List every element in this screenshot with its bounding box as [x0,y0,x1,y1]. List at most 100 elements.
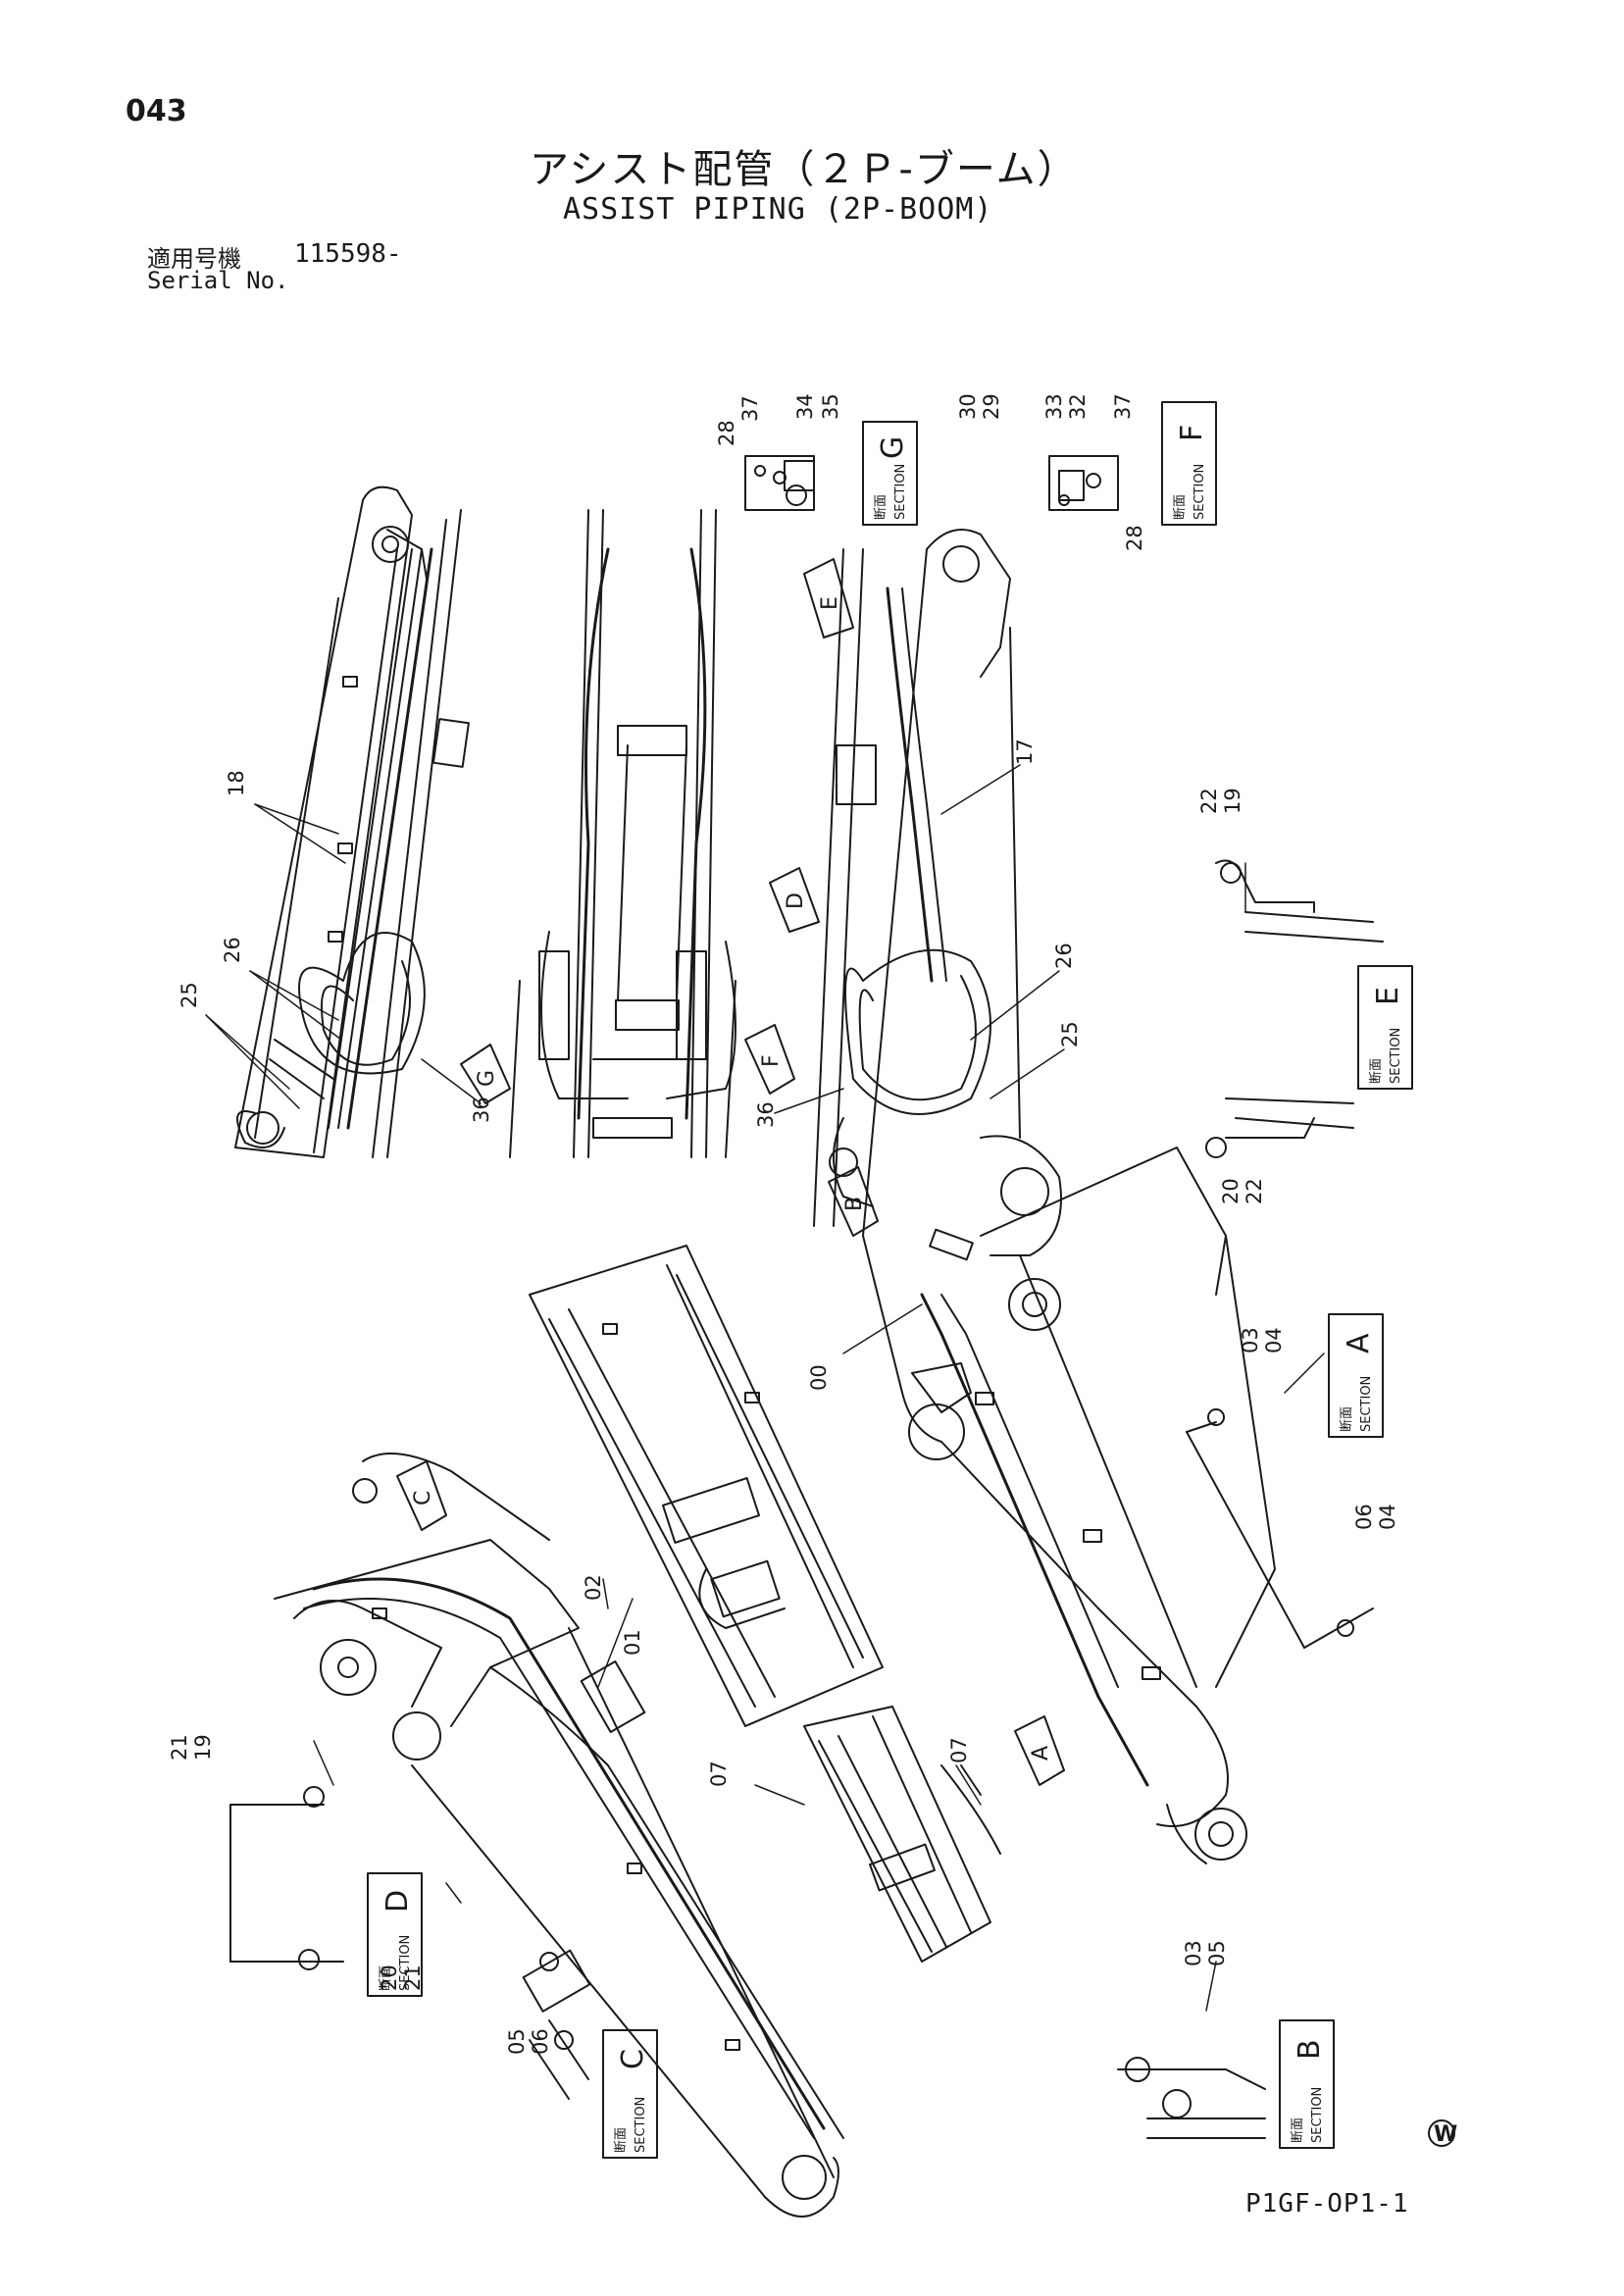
callout-32: 32 [1066,393,1090,420]
manufacturer-mark: W [1434,2122,1457,2147]
section-c-label-ja: 断面 [614,2127,629,2153]
section-f-letter: F [1175,425,1209,441]
section-c-detail [522,1949,591,2100]
section-d-label-ja: 断面 [379,1965,393,1991]
section-e-detail [1205,859,1384,1158]
view-arrow-a [1014,1715,1065,1786]
title-japanese: アシスト配管（２Ｐ-ブーム） [530,147,1079,192]
section-c-letter: C [616,2049,650,2069]
boom-view-upper-left [234,485,470,1158]
boom-view-right-main [813,529,1276,1864]
arm-view-center [509,509,736,1158]
callout-02: 02 [582,1574,605,1601]
callout-04: 04 [1262,1327,1286,1353]
section-e-letter: E [1371,987,1405,1005]
callout-19: 19 [1221,788,1244,814]
section-b-label-ja: 断面 [1291,2117,1305,2143]
section-box-b [1279,2019,1335,2149]
view-letter-d: D [784,893,808,909]
view-letter-e: E [818,596,842,610]
view-letter-b: B [842,1197,867,1211]
callout-06-c: 06 [529,2028,552,2055]
section-g-letter: G [876,436,910,459]
section-box-g [862,421,918,526]
section-box-f [1161,401,1217,526]
callout-22-e2: 22 [1243,1178,1266,1204]
callout-36-r: 36 [754,1101,778,1128]
callout-19-d1: 19 [191,1734,215,1760]
view-arrow-f [744,1024,795,1095]
section-a-label-ja: 断面 [1340,1406,1354,1432]
section-e-label-ja: 断面 [1369,1058,1384,1084]
view-letter-c: C [411,1491,435,1505]
callout-28: 28 [715,420,738,446]
section-a-detail [1186,1408,1374,1649]
callout-29: 29 [980,393,1003,420]
boom-view-lower-left [274,1453,844,2218]
section-b-label-en: SECTION [1310,2087,1325,2143]
callout-36: 36 [470,1097,493,1123]
view-letter-g: G [475,1070,499,1087]
view-arrow-d [769,867,820,933]
callout-00: 00 [807,1364,831,1391]
callout-26-r: 26 [1052,943,1076,969]
page-number: 043 [126,94,187,128]
callout-leaders [205,764,1325,2012]
callout-05-b: 05 [1205,1940,1229,1966]
view-letter-a: A [1029,1746,1053,1760]
callout-25-r: 25 [1058,1021,1082,1047]
section-d-detail [229,1786,344,1970]
section-box-a [1328,1313,1384,1438]
manufacturer-mark-circle [1428,2119,1455,2147]
callout-20-d2: 20 [378,1964,401,1991]
callout-01: 01 [621,1629,644,1656]
serial-label-japanese: 適用号機 [147,245,241,273]
view-arrow-c [396,1460,447,1531]
callout-21: 21 [168,1734,191,1760]
section-g-label-ja: 断面 [874,494,888,520]
title-english: ASSIST PIPING (2P-BOOM) [563,192,993,227]
callout-03: 03 [1239,1327,1262,1353]
callout-30: 30 [956,393,980,420]
callout-33: 33 [1042,393,1066,420]
callout-05: 05 [505,2028,529,2055]
section-g-label-en: SECTION [893,464,908,520]
drawing-code: P1GF-OP1-1 [1245,2189,1409,2219]
arm-view-lower-middle [803,1706,1001,1963]
section-box-d [367,1872,423,1997]
section-a-label-en: SECTION [1359,1376,1374,1432]
section-d-letter: D [381,1890,415,1913]
callout-07-r: 07 [947,1737,971,1763]
serial-number-value: 115598- [294,239,402,269]
callout-06: 06 [1352,1504,1376,1530]
callout-26: 26 [221,937,244,963]
section-c-label-en: SECTION [634,2097,648,2153]
section-e-label-en: SECTION [1389,1028,1403,1084]
section-b-letter: B [1293,2039,1327,2060]
callout-03-b: 03 [1182,1940,1205,1966]
section-box-e [1357,965,1413,1090]
callout-28-f: 28 [1123,525,1146,551]
view-arrow-letters: E D G F B C A [411,596,1053,1760]
part-callouts: 28 37 34 35 30 29 33 32 37 28 18 26 25 3… [168,393,1399,2055]
section-f-label-ja: 断面 [1173,494,1188,520]
view-arrow-e [803,558,854,638]
view-arrow-g [460,1044,511,1104]
callout-04-a2: 04 [1376,1504,1399,1530]
section-a-letter: A [1342,1333,1376,1353]
serial-label-english: Serial No. [147,267,289,294]
callout-35: 35 [819,393,842,420]
callout-20: 20 [1219,1178,1243,1204]
section-f-detail [1048,455,1119,511]
callout-07: 07 [707,1760,731,1787]
callout-25: 25 [178,982,201,1008]
callout-18: 18 [225,770,248,796]
section-box-c [602,2029,658,2159]
callout-37-f: 37 [1111,393,1135,420]
section-b-detail [1117,2057,1266,2139]
view-letter-f: F [759,1054,784,1067]
view-arrow-b [828,1166,879,1237]
callout-34: 34 [793,393,817,420]
section-g-detail [744,455,815,511]
